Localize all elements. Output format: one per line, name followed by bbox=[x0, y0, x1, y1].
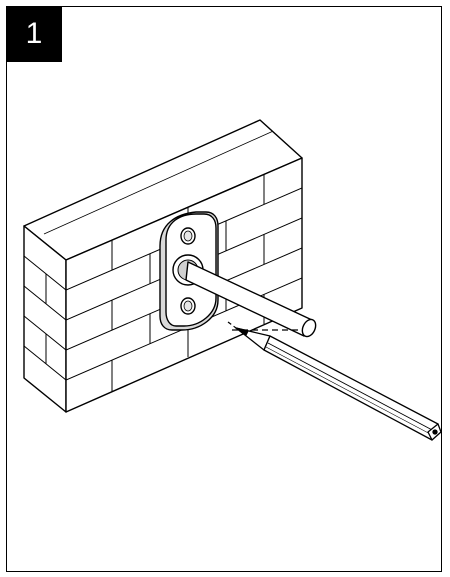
step-number-badge: 1 bbox=[6, 6, 62, 62]
step-number: 1 bbox=[25, 17, 43, 50]
rod bbox=[185, 261, 317, 338]
pencil bbox=[235, 327, 442, 441]
rod-end bbox=[301, 318, 317, 338]
